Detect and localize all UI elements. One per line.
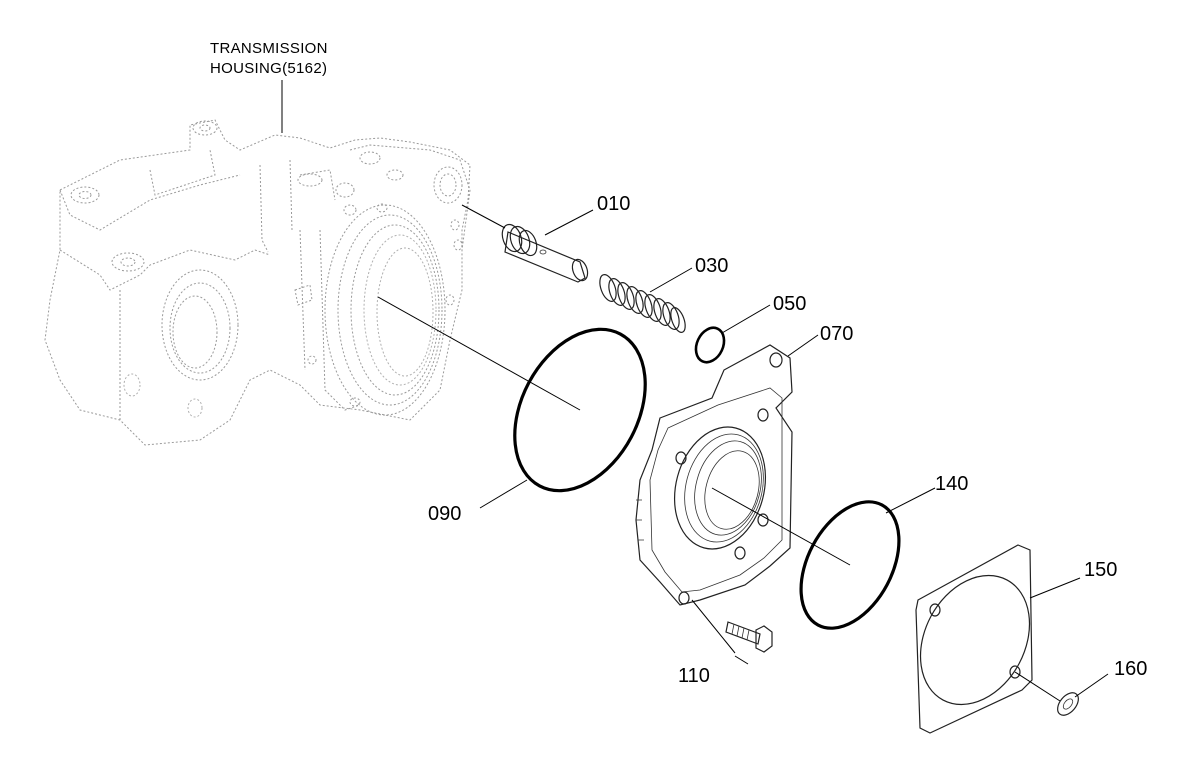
- callout-050: 050: [773, 293, 806, 315]
- part-070-cover: [635, 344, 793, 606]
- callout-140: 140: [935, 473, 968, 495]
- callout-030: 030: [695, 255, 728, 277]
- part-110-bolt: [725, 621, 773, 653]
- part-050-o-ring: [694, 326, 726, 364]
- part-160-washer: [1057, 692, 1079, 716]
- part-150-gasket: [915, 544, 1033, 734]
- part-030-spring: [599, 274, 686, 333]
- callout-010: 010: [597, 193, 630, 215]
- part-140-o-ring: [799, 500, 901, 630]
- part-090-o-ring: [513, 327, 647, 493]
- housing-title-line1: TRANSMISSION: [210, 40, 328, 57]
- callout-110: 110: [678, 665, 710, 687]
- transmission-housing: [44, 119, 471, 446]
- callout-090: 090: [428, 503, 461, 525]
- housing-title-line2: HOUSING(5162): [210, 60, 327, 77]
- callout-160: 160: [1114, 658, 1147, 680]
- callout-070: 070: [820, 323, 853, 345]
- part-010-valve: [501, 223, 589, 283]
- callout-150: 150: [1084, 559, 1117, 581]
- leader-lines: [281, 80, 1109, 702]
